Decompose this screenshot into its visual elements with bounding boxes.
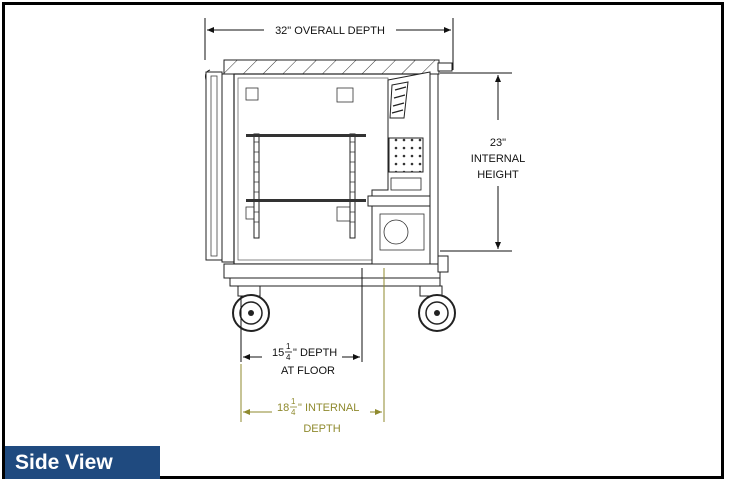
internal-depth-line2: DEPTH — [303, 423, 340, 435]
floor-depth-den: 4 — [286, 353, 291, 362]
internal-height-value: 23" — [490, 137, 506, 149]
floor-depth-whole: 15 — [272, 347, 284, 359]
internal-depth-den: 4 — [291, 408, 296, 417]
refrigeration-unit — [367, 71, 439, 265]
overall-depth-label: 32" OVERALL DEPTH — [275, 25, 385, 37]
internal-depth-whole: 18 — [277, 402, 289, 414]
internal-height-line2: HEIGHT — [477, 169, 519, 181]
floor-depth-suffix: " DEPTH — [293, 347, 337, 359]
side-view-label: Side View — [5, 446, 160, 479]
floor-depth-dimension: 15 1 4 " DEPTH AT FLOOR — [240, 268, 363, 377]
internal-depth-num: 1 — [291, 397, 296, 406]
shelving — [246, 133, 366, 239]
floor-depth-num: 1 — [286, 342, 291, 351]
internal-height-line1: INTERNAL — [471, 153, 525, 165]
internal-depth-dimension: 18 1 4 " INTERNAL DEPTH — [240, 268, 385, 435]
base-and-casters — [223, 255, 456, 332]
overall-depth-dimension: 32" OVERALL DEPTH — [204, 18, 454, 70]
internal-height-dimension: 23" INTERNAL HEIGHT — [440, 72, 525, 252]
door-front — [205, 69, 235, 263]
worktop — [223, 59, 453, 75]
internal-depth-suffix: " INTERNAL — [298, 402, 359, 414]
floor-depth-line2: AT FLOOR — [281, 365, 335, 377]
